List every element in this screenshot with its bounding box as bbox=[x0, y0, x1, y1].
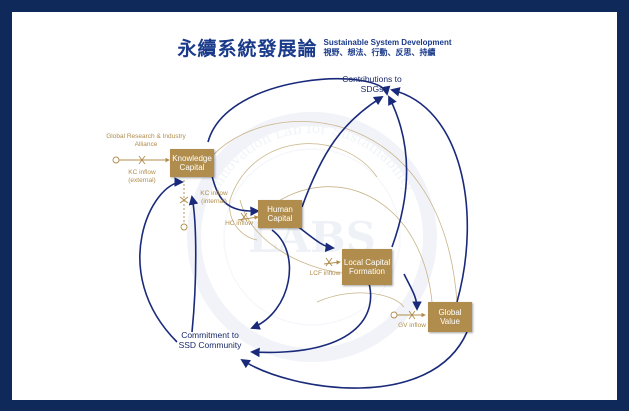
watermark-ring bbox=[187, 112, 437, 362]
watermark-inner-ring bbox=[223, 148, 401, 326]
arrow-lcf-to-gv bbox=[403, 273, 422, 311]
cloud-source-icon bbox=[112, 156, 120, 164]
gv-inflow-flow bbox=[390, 310, 426, 320]
title-english: Sustainable System Development bbox=[323, 38, 452, 48]
valve-icon bbox=[408, 310, 416, 320]
gold-arc-hc-to-gv bbox=[276, 186, 433, 303]
label-hc-inflow: HC inflow bbox=[225, 220, 253, 227]
diagram-frame: 永續系統發展論 Sustainable System Development 視… bbox=[12, 12, 617, 400]
causal-loop-diagram: LABS Innovation Lab for Sustainability bbox=[112, 78, 469, 389]
kc-internal-flow bbox=[179, 180, 189, 231]
gold-arc-hc-to-sdg bbox=[229, 143, 378, 201]
arrow-kc-to-sdg bbox=[207, 78, 391, 143]
arrow-hc-to-sdg bbox=[301, 95, 384, 208]
gold-arc-lcf-to-gv bbox=[316, 292, 405, 308]
lcf-inflow-flow bbox=[323, 257, 341, 267]
label-kc-inflow-external: KC inflow (external) bbox=[128, 169, 156, 184]
hc-inflow-flow bbox=[237, 212, 259, 222]
title-chinese: 永續系統發展論 bbox=[177, 38, 318, 60]
stock-local-capital-formation: Local Capital Formation bbox=[342, 249, 392, 285]
outcome-contributions-sdgs: Contributions to SDGs bbox=[342, 74, 402, 95]
arrow-lcf-to-sdg bbox=[388, 95, 408, 248]
title-english-block: Sustainable System Development 視野、想法、行動、… bbox=[323, 38, 451, 56]
stock-global-value: Global Value bbox=[428, 302, 472, 332]
arrow-lcf-to-ssd bbox=[250, 276, 372, 358]
label-gv-inflow: GV inflow bbox=[398, 322, 426, 329]
label-kc-inflow-internal: KC inflow (internal) bbox=[200, 190, 228, 205]
arrow-ssd-to-kc bbox=[139, 177, 184, 343]
valve-icon bbox=[240, 212, 248, 222]
gold-feedback-arcs bbox=[206, 120, 458, 308]
gold-arc-hc-to-lcf bbox=[239, 199, 353, 275]
valve-icon bbox=[325, 257, 333, 267]
arrow-hc-to-ssd bbox=[250, 229, 291, 330]
valve-icon bbox=[179, 196, 189, 204]
arrow-gv-to-ssd bbox=[240, 331, 468, 389]
outcome-commitment-ssd: Commitment to SSD Community bbox=[178, 330, 242, 351]
valve-icon bbox=[138, 155, 146, 165]
stock-human-capital: Human Capital bbox=[258, 200, 302, 228]
kc-external-flow bbox=[112, 155, 170, 165]
title-block: 永續系統發展論 Sustainable System Development 視… bbox=[12, 34, 617, 61]
subtitle-chinese: 視野、想法、行動、反思、持續 bbox=[323, 47, 436, 57]
arrow-ssd-to-kc-inner bbox=[188, 195, 199, 333]
arrow-gv-to-sdg bbox=[390, 87, 469, 303]
label-lcf-inflow: LCF inflow bbox=[309, 270, 341, 277]
cloud-source-icon bbox=[390, 311, 398, 319]
label-global-research: Global Research & Industry Alliance bbox=[106, 133, 186, 148]
gold-arc-kc-to-gv bbox=[206, 120, 458, 303]
cloud-source-icon bbox=[180, 223, 188, 231]
stock-knowledge-capital: Knowledge Capital bbox=[170, 149, 214, 177]
